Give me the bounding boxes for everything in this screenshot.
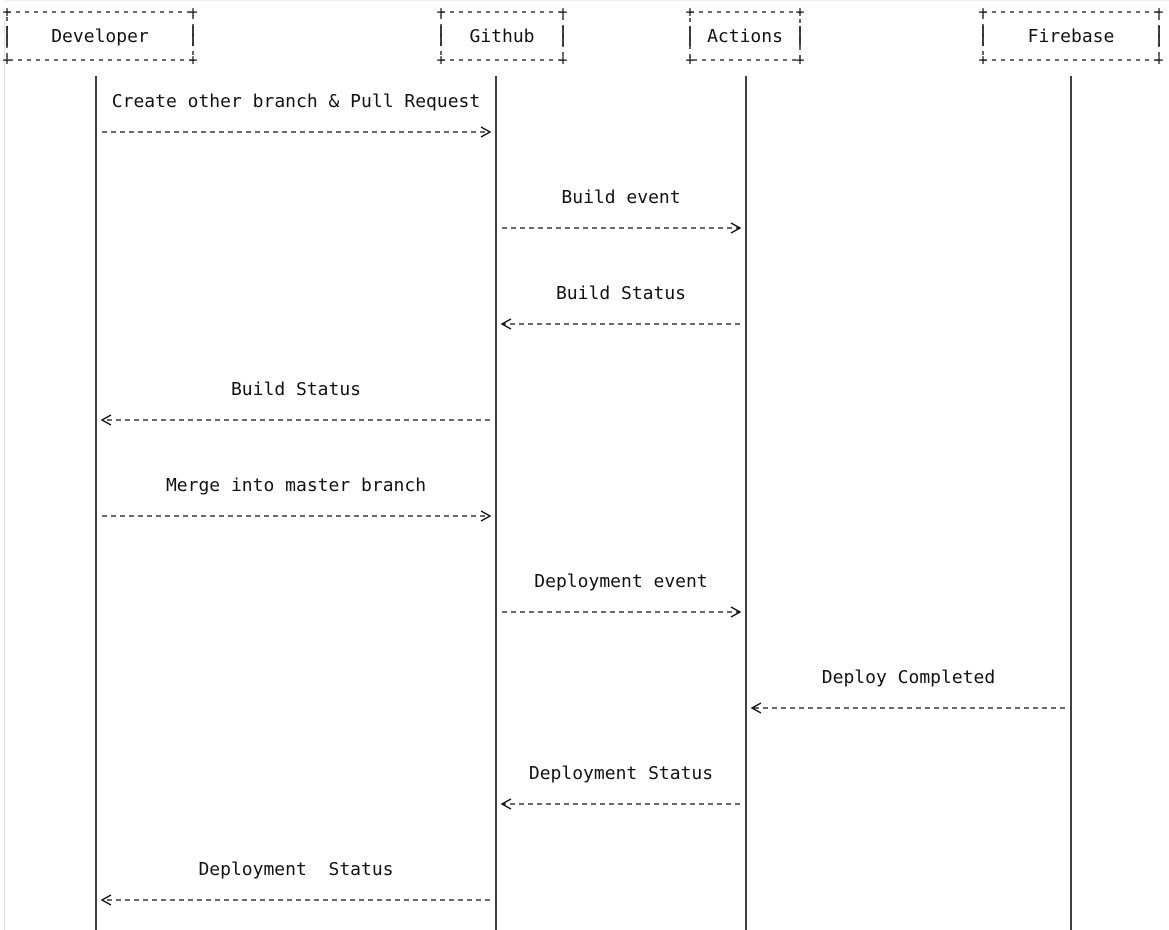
box-corner-tr-plus: + <box>188 3 197 21</box>
box-corner-bl-plus: + <box>2 51 11 69</box>
box-corner-br-plus: + <box>1154 51 1163 69</box>
message-5: Merge into master branch <box>102 475 492 522</box>
participant-label-actions: Actions <box>707 26 783 47</box>
box-corner-tr-plus: + <box>795 3 804 21</box>
message-label: Deployment event <box>534 571 707 592</box>
message-6: Deployment event <box>502 571 742 618</box>
box-corner-br-plus: + <box>558 51 567 69</box>
message-arrowhead <box>480 126 492 138</box>
message-label: Deploy Completed <box>822 667 995 688</box>
message-arrowhead <box>500 318 512 330</box>
message-arrowhead <box>480 510 492 522</box>
message-1: Create other branch & Pull Request <box>102 91 492 138</box>
participant-actions: + + + + Actions <box>685 3 804 69</box>
participant-label-firebase: Firebase <box>1028 26 1115 47</box>
message-label: Merge into master branch <box>166 475 426 496</box>
message-label: Deployment Status <box>198 859 393 880</box>
box-corner-br-plus: + <box>795 51 804 69</box>
participant-label-developer: Developer <box>51 26 149 47</box>
message-7: Deploy Completed <box>750 667 1065 714</box>
box-corner-bl-plus: + <box>436 51 445 69</box>
window-left-edge <box>4 20 5 930</box>
window-top-edge <box>4 0 1169 1</box>
messages-layer: Create other branch & Pull RequestBuild … <box>100 91 1065 906</box>
message-label: Build Status <box>556 283 686 304</box>
participant-github: + + + + Github <box>436 3 567 69</box>
message-arrowhead <box>100 894 112 906</box>
message-2: Build event <box>502 187 742 234</box>
message-arrowhead <box>730 222 742 234</box>
message-label: Build event <box>561 187 680 208</box>
message-8: Deployment Status <box>500 763 740 810</box>
box-corner-bl-plus: + <box>685 51 694 69</box>
message-3: Build Status <box>500 283 740 330</box>
participant-firebase: + + + + Firebase <box>978 3 1163 69</box>
participants-layer: + + + + Developer + + + + Github + + + + Actions + + + + Fi… <box>2 3 1163 69</box>
participant-developer: + + + + Developer <box>2 3 197 69</box>
box-corner-tr-plus: + <box>1154 3 1163 21</box>
participant-label-github: Github <box>469 26 534 47</box>
message-label: Create other branch & Pull Request <box>112 91 480 112</box>
box-corner-tl-plus: + <box>436 3 445 21</box>
box-corner-tl-plus: + <box>2 3 11 21</box>
box-corner-br-plus: + <box>188 51 197 69</box>
message-4: Build Status <box>100 379 490 426</box>
message-9: Deployment Status <box>100 859 490 906</box>
message-arrowhead <box>100 414 112 426</box>
box-corner-tr-plus: + <box>558 3 567 21</box>
lifelines-layer <box>95 76 1072 930</box>
message-label: Build Status <box>231 379 361 400</box>
box-corner-tl-plus: + <box>685 3 694 21</box>
box-corner-bl-plus: + <box>978 51 987 69</box>
message-arrowhead <box>750 702 762 714</box>
message-arrowhead <box>730 606 742 618</box>
message-label: Deployment Status <box>529 763 713 784</box>
message-arrowhead <box>500 798 512 810</box>
box-corner-tl-plus: + <box>978 3 987 21</box>
